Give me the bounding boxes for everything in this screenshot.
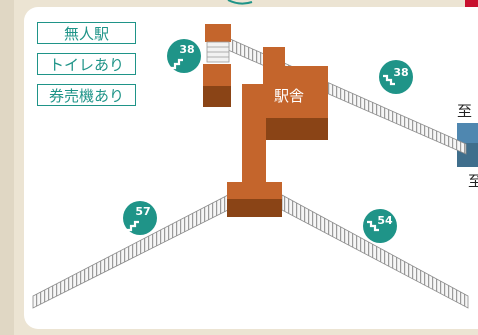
concourse-block xyxy=(227,182,282,201)
stairs-badge-count: 57 xyxy=(135,205,150,218)
stairs-down-icon xyxy=(367,220,379,232)
stairs-up-icon xyxy=(127,220,139,232)
corner-red-marker xyxy=(465,0,478,8)
station-building xyxy=(242,47,328,182)
top-accent-arc xyxy=(227,0,253,5)
direction-label-upper: 至 xyxy=(457,102,472,120)
tag-toilet-available: トイレあり xyxy=(37,53,136,75)
left-sidebar-strip xyxy=(0,0,14,335)
stairs-badge-lower-right: 54 xyxy=(363,209,397,243)
stairs-down-icon xyxy=(383,74,395,86)
stairs-badge-count: 38 xyxy=(179,43,194,56)
stair-block-top xyxy=(205,24,231,42)
station-label: 駅舎 xyxy=(274,87,304,105)
tag-ticket-machine-available: 券売機あり xyxy=(37,84,136,106)
concourse-shadow xyxy=(227,199,282,217)
stairs-up-icon xyxy=(171,58,183,70)
track-block-top xyxy=(457,123,478,143)
stairs-badge-count: 38 xyxy=(393,66,408,79)
tag-unmanned-station: 無人駅 xyxy=(37,22,136,44)
stair-block-shadow xyxy=(203,86,231,107)
stairs-badge-lower-left: 57 xyxy=(123,201,157,235)
direction-label-lower: 至 xyxy=(468,172,478,190)
stairs-badge-upper-left: 38 xyxy=(167,39,201,73)
stairs-badge-upper-right: 38 xyxy=(379,60,413,94)
station-building-shadow xyxy=(266,118,328,140)
stairs-badge-count: 54 xyxy=(377,214,393,227)
stair-block-mid xyxy=(203,64,231,86)
